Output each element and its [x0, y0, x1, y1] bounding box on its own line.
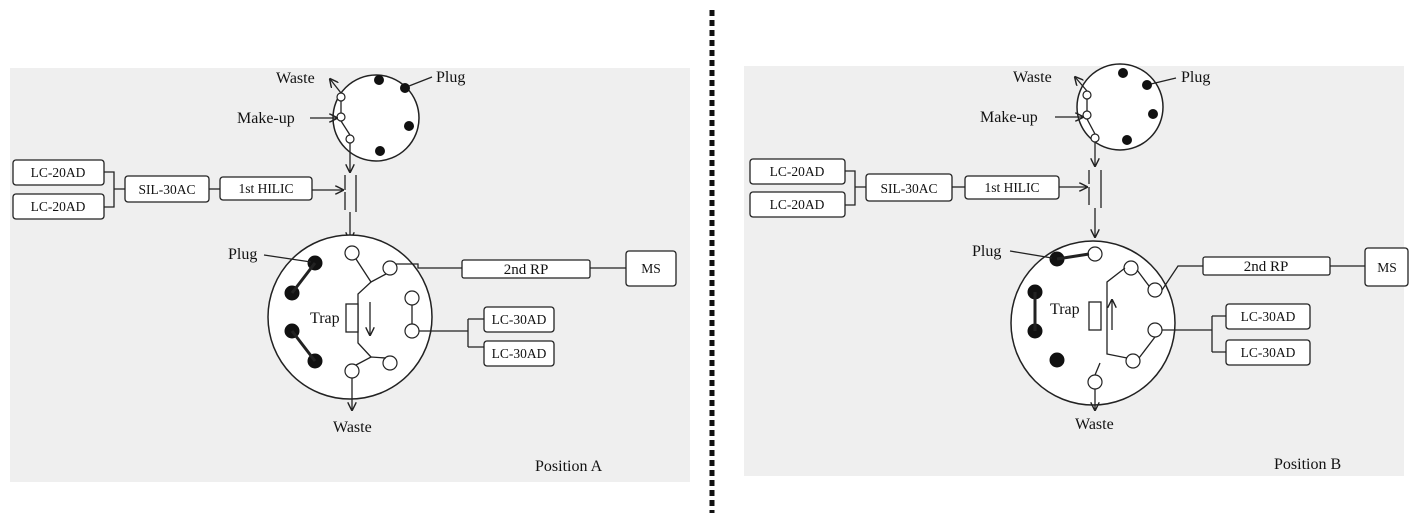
pump-lc30ad-2-label: LC-30AD — [492, 346, 547, 361]
plug-left-label: Plug — [228, 246, 257, 263]
selection-valve — [332, 74, 420, 162]
waste-top-label: Waste — [1013, 69, 1052, 86]
plug-top-label: Plug — [436, 69, 465, 86]
waste-top-label: Waste — [276, 70, 315, 87]
valve-port-plugged — [374, 75, 384, 85]
pump-lc30ad-2 — [483, 340, 555, 367]
valve-port-open — [1147, 282, 1163, 298]
valve-body — [1076, 63, 1164, 151]
switching-valve — [267, 234, 433, 400]
position-a-label: Position A — [535, 458, 603, 475]
valve-port-plugged — [400, 83, 410, 93]
autosampler-label: SIL-30AC — [139, 182, 196, 197]
position-b-label: Position B — [1274, 456, 1341, 473]
valve-port-open — [1082, 90, 1092, 100]
trap-column — [1088, 301, 1102, 331]
waste-arrow — [1075, 77, 1088, 92]
detector-ms — [625, 250, 677, 287]
valve-port-plugged — [1142, 80, 1152, 90]
detector-ms-label: MS — [1377, 260, 1397, 275]
panel-position-a: Waste Plug Make-up LC-20AD LC-20AD SIL-3… — [10, 68, 690, 482]
valve-port-plugged — [1118, 68, 1128, 78]
valve-port-plugged — [404, 121, 414, 131]
valve-port-open — [336, 112, 346, 122]
pump-lc20ad-2-label: LC-20AD — [770, 197, 825, 212]
valve-port-plugged — [1122, 135, 1132, 145]
waste-bottom-label: Waste — [1075, 416, 1114, 433]
valve-port-plugged — [1148, 109, 1158, 119]
trap-label: Trap — [310, 310, 340, 327]
valve-port-open — [382, 355, 398, 371]
plug-leader-line — [408, 76, 433, 87]
waste-bottom-label: Waste — [333, 419, 372, 436]
valve-port-open — [344, 245, 360, 261]
valve-port-open — [1125, 353, 1141, 369]
column-2nd-rp — [461, 259, 591, 279]
pump-lc30ad-2 — [1225, 339, 1311, 366]
plug-leader-line — [1150, 77, 1177, 85]
pump-lc20ad-1-label: LC-20AD — [770, 164, 825, 179]
waste-arrow — [330, 79, 342, 94]
trap-label: Trap — [1050, 301, 1080, 318]
trap-column — [345, 303, 359, 333]
valve-port-open — [344, 363, 360, 379]
valve-port-plugged — [1049, 352, 1065, 368]
pump-lc30ad-1 — [483, 306, 555, 333]
valve-port-open — [382, 260, 398, 276]
valve-port-open — [336, 92, 346, 102]
selection-valve — [1076, 63, 1164, 151]
detector-ms-label: MS — [641, 261, 661, 276]
pump-lc20ad-1-label: LC-20AD — [31, 165, 86, 180]
pump-lc30ad-1-label: LC-30AD — [1241, 309, 1296, 324]
column-1st-hilic — [219, 176, 313, 201]
panel-position-b: Waste Plug Make-up LC-20AD LC-20AD SIL-3… — [744, 63, 1409, 476]
plug-leader-line — [263, 254, 312, 263]
plug-left-label: Plug — [972, 243, 1001, 260]
valve-port-open — [1090, 133, 1100, 143]
valve-port-open — [1082, 110, 1092, 120]
detector-ms — [1364, 247, 1409, 287]
valve-port-open — [1087, 374, 1103, 390]
column-1st-hilic-label: 1st HILIC — [984, 180, 1039, 195]
pump-lc20ad-2-label: LC-20AD — [31, 199, 86, 214]
tee-connector — [1088, 170, 1102, 237]
pump-lc30ad-1-label: LC-30AD — [492, 312, 547, 327]
valve-port-open — [1087, 246, 1103, 262]
column-2nd-rp-label: 2nd RP — [1244, 259, 1289, 275]
valve-port-open — [1123, 260, 1139, 276]
plug-top-label: Plug — [1181, 69, 1210, 86]
tee-connector — [344, 175, 357, 240]
switching-valve — [1010, 240, 1176, 406]
makeup-label: Make-up — [237, 110, 295, 127]
valve-port-open — [345, 134, 355, 144]
valve-port-open — [404, 323, 420, 339]
pump-lc30ad-2-label: LC-30AD — [1241, 345, 1296, 360]
valve-port-open — [404, 290, 420, 306]
column-1st-hilic-label: 1st HILIC — [238, 181, 293, 196]
pump-lc30ad-1 — [1225, 303, 1311, 330]
valve-port-open — [1147, 322, 1163, 338]
plug-leader-line — [1009, 250, 1053, 259]
column-2nd-rp-label: 2nd RP — [504, 262, 549, 278]
makeup-label: Make-up — [980, 109, 1038, 126]
autosampler-label: SIL-30AC — [881, 181, 938, 196]
valve-port-plugged — [375, 146, 385, 156]
